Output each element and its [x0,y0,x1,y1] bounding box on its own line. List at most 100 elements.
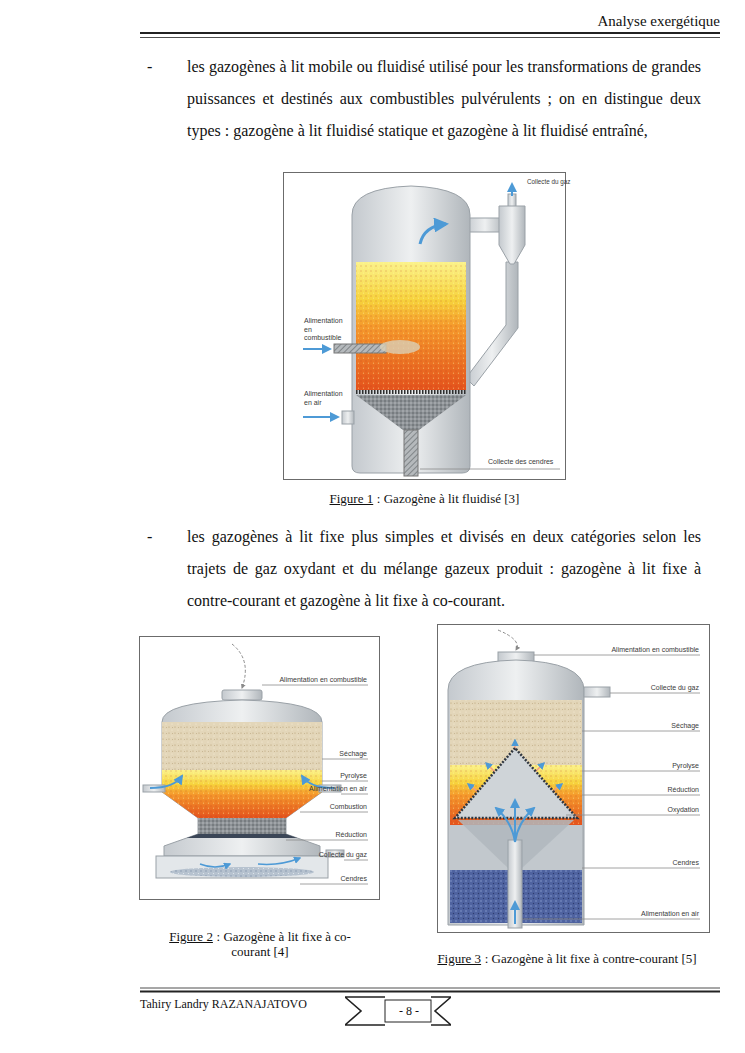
illustration-part [262,685,368,884]
illustration-part [322,781,368,782]
illustration-part [150,722,340,770]
figure-label: Séchage [339,750,367,759]
figure-label: Alimentation en air [309,785,367,794]
illustration-part [584,687,610,697]
figure-number: Figure 1 [330,491,374,506]
bullet-dash: - [147,521,152,553]
ribbon-chevrons [345,997,451,1025]
illustration-part [515,808,534,842]
figure-label: Alimentation en combustible [304,317,348,343]
figure-label: Séchage [671,722,699,731]
illustration-part [499,206,525,264]
illustration-part [140,988,720,989]
figure-caption: Figure 3 : Gazogène à lit fixe à contre-c… [430,951,704,966]
running-header: Analyse exergétique [380,11,720,31]
figure-label: Collecte du gaz [651,684,699,693]
body-paragraph: les gazogènes à lit mobile ou fluidisé u… [187,51,701,147]
illustration-part [342,411,354,424]
bullet-dash: - [147,58,152,75]
illustration-part [303,416,338,418]
caption-text: : Gazogène à lit fixe à contre-courant [… [485,951,697,966]
illustration-part [582,795,700,796]
paragraph-text: les gazogènes à lit fixe plus simples et… [187,528,701,609]
illustration-part [566,815,700,816]
illustration-part [582,731,700,732]
illustration-part [356,262,466,390]
illustration-part [420,224,446,244]
illustration-part [404,430,418,476]
illustration-part [466,218,504,232]
illustration-part [582,771,700,772]
figure-label: Alimentation en combustible [611,646,699,655]
updraft-gasifier [440,630,700,930]
illustration-part [300,812,368,813]
figure-label: Réduction [667,786,699,795]
figure-label: Pyrolyse [340,772,367,781]
figure-caption: Figure 2 : Gazogène à lit fixe à co-coura… [154,929,366,959]
illustration-part [156,856,328,878]
illustration-part [511,184,513,196]
figure-label: Cendres [673,859,699,868]
downdraft-gasifier [143,644,368,884]
illustration-part [356,262,466,390]
running-header: Analyse exergétique [597,13,720,29]
illustration-part [262,685,368,686]
figure-label: Collecte du gaz [527,178,570,187]
illustration-part [522,919,700,920]
page-number-box: - 8 - [345,994,451,1028]
illustration-part [380,340,420,354]
figure-label: Alimentation en combustible [279,676,367,685]
figure-label: Oxydation [667,806,699,815]
illustration-part [200,864,230,867]
fluidized-bed-gasifier [303,184,560,476]
illustration-part [140,37,720,38]
illustration-part [150,834,340,838]
illustration-part [140,991,720,993]
illustration-part [286,840,368,841]
caption-text: : Gazogène à lit fixe à co-courant [4] [217,929,351,959]
illustration-part [610,693,700,694]
illustration-part [258,858,300,864]
footer-author: Tahiry Landry RAZANAJATOVO [140,997,307,1012]
illustration-part [150,776,182,788]
figure-label: Réduction [335,831,367,840]
figure-frame: Alimentation en combustibleSéchagePyroly… [139,636,380,900]
figure-label: Combustion [330,803,367,812]
illustration-part [222,690,262,700]
illustration-part [582,868,700,869]
page-number: - 8 - [385,1000,433,1022]
illustration-part [356,390,466,394]
illustration-part [150,770,340,818]
bullet-dash: - [147,528,152,545]
illustration-part [303,348,330,350]
illustration-part [232,644,245,688]
illustration-part [344,860,368,861]
figure-number: Figure 2 [169,929,213,944]
illustration-part [150,770,340,818]
footer-rule [140,988,720,992]
figure-number: Figure 3 [437,951,481,966]
page-number-ribbon [345,994,451,1028]
illustration-part [468,784,478,792]
illustration-part [486,763,495,772]
figure-label: Collecte du gaz [319,851,367,860]
header-rule [140,33,720,38]
illustration-part [522,655,700,919]
figure-frame: Alimentation en combustibleCollecte du g… [437,624,710,933]
illustration-part [170,867,314,877]
illustration-part [514,800,516,838]
illustration-part [140,32,720,34]
figure-caption: Figure 1: Gazogène à lit fluidisé [3] [283,491,566,507]
paragraph-text: les gazogènes à lit mobile ou fluidisé u… [187,58,701,139]
figure-label: Alimentation en air [641,910,699,919]
illustration-part [496,808,515,842]
figure-frame: Collecte du gazAlimentation en combustib… [283,172,566,480]
figure-label: Pyrolyse [672,762,699,771]
caption-text: : Gazogène à lit fluidisé [3] [377,491,520,506]
illustration-part [356,395,466,430]
illustration-part [322,759,368,760]
illustration-part [466,262,518,386]
illustration-part [334,344,386,353]
